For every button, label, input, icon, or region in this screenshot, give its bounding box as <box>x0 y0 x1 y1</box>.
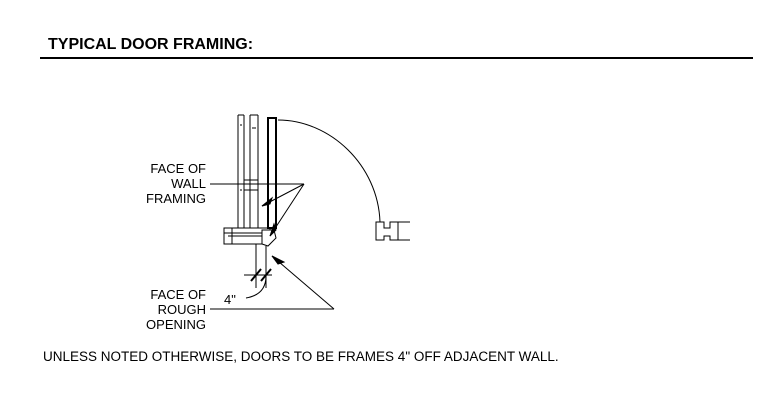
wall-framing-line-2: WALL <box>171 176 206 191</box>
door-slab <box>267 117 277 229</box>
door-swing-arc <box>277 119 381 223</box>
rough-opening-line-3: OPENING <box>146 317 206 332</box>
dimension-label: 4" <box>224 292 236 307</box>
wall-stud-right <box>249 114 259 228</box>
frame-jamb <box>223 227 277 247</box>
rough-opening-leader <box>210 255 335 310</box>
opposite-jamb <box>375 221 410 241</box>
page-title: TYPICAL DOOR FRAMING: <box>48 36 254 53</box>
wall-stud-left <box>237 114 245 228</box>
rough-opening-label: FACE OF ROUGH OPENING <box>130 287 206 332</box>
rough-opening-line-1: FACE OF <box>150 287 206 302</box>
title-rule <box>40 57 753 59</box>
dimension-line <box>244 268 272 299</box>
wall-framing-label: FACE OF WALL FRAMING <box>130 161 206 206</box>
wall-framing-line-1: FACE OF <box>150 161 206 176</box>
wall-framing-leader <box>210 183 305 237</box>
general-note: UNLESS NOTED OTHERWISE, DOORS TO BE FRAM… <box>43 349 559 364</box>
wall-framing-line-3: FRAMING <box>146 191 206 206</box>
rough-opening-line-2: ROUGH <box>157 302 206 317</box>
